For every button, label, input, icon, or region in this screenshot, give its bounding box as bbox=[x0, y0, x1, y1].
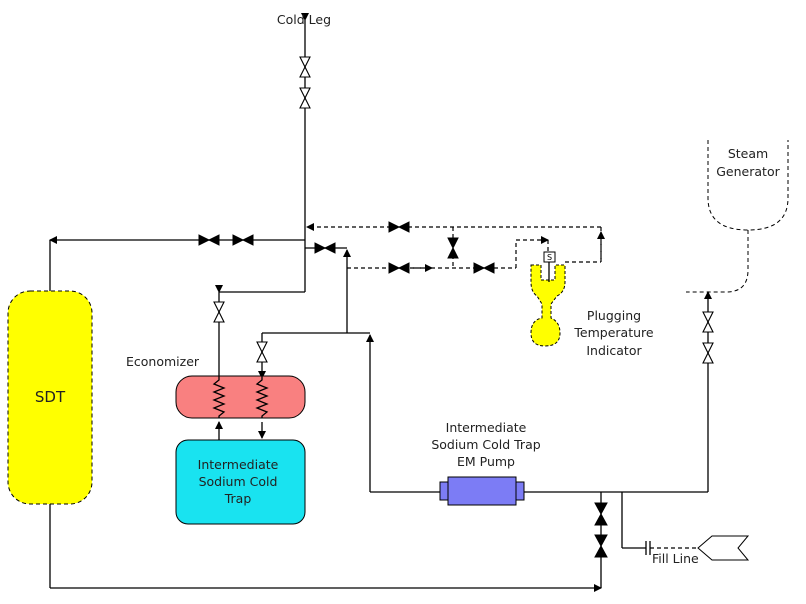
em-pump-label-line1: Intermediate bbox=[446, 420, 527, 435]
steam-generator-label-line1: Steam bbox=[728, 146, 768, 161]
sg-valve-1[interactable] bbox=[702, 311, 714, 333]
economizer-coil-1 bbox=[212, 376, 226, 418]
piping bbox=[49, 13, 712, 592]
sdt-header-valve-1[interactable] bbox=[198, 234, 220, 246]
economizer-label: Economizer bbox=[126, 354, 200, 369]
economizer-coil-2 bbox=[255, 376, 269, 418]
pti-label-line2: Temperature bbox=[573, 325, 653, 340]
branch-header-valve[interactable] bbox=[314, 242, 336, 254]
pti-dashed-piping bbox=[306, 223, 605, 272]
em-pump-flange-right bbox=[515, 481, 525, 501]
em-pump-body bbox=[447, 476, 517, 506]
cold-trap-label-line3: Trap bbox=[224, 491, 252, 506]
pti-label-line3: Indicator bbox=[586, 343, 642, 358]
drain-valve-2[interactable] bbox=[594, 534, 608, 558]
cold-leg-valve-1[interactable] bbox=[299, 56, 311, 78]
economizer-inlet-valve[interactable] bbox=[256, 341, 268, 363]
cold-trap bbox=[175, 439, 306, 525]
pti-bypass-valve[interactable] bbox=[447, 237, 459, 259]
cold-trap-label-line1: Intermediate bbox=[198, 457, 279, 472]
pti-return-valve[interactable] bbox=[388, 221, 410, 233]
em-pump-flange-left bbox=[439, 481, 449, 501]
economizer bbox=[175, 375, 306, 419]
steam-generator bbox=[707, 140, 789, 231]
fill-line-label: Fill Line bbox=[652, 551, 699, 566]
em-pump-label-line3: EM Pump bbox=[457, 454, 515, 469]
cold-trap-label-line2: Sodium Cold bbox=[199, 474, 278, 489]
cold-leg-valve-2[interactable] bbox=[299, 87, 311, 109]
pti-feed-valve-1[interactable] bbox=[388, 262, 410, 274]
sdt-tank bbox=[7, 290, 93, 505]
pti-feed-valve-2[interactable] bbox=[473, 262, 495, 274]
drain-valve-1[interactable] bbox=[594, 502, 608, 526]
pti-body bbox=[530, 264, 566, 347]
fill-line-connector bbox=[697, 535, 750, 561]
pti-sensor-mark: S bbox=[547, 253, 552, 262]
sdt-label: SDT bbox=[35, 388, 66, 406]
steam-generator-label-line2: Generator bbox=[716, 164, 780, 179]
economizer-outlet-valve[interactable] bbox=[213, 301, 225, 323]
sg-connection-pipe bbox=[686, 230, 749, 293]
pti-label-line1: Plugging bbox=[587, 308, 641, 323]
em-pump-label-line2: Sodium Cold Trap bbox=[431, 437, 540, 452]
sg-valve-2[interactable] bbox=[702, 342, 714, 364]
cold-leg-label: Cold Leg bbox=[277, 12, 331, 27]
sdt-header-valve-2[interactable] bbox=[232, 234, 254, 246]
